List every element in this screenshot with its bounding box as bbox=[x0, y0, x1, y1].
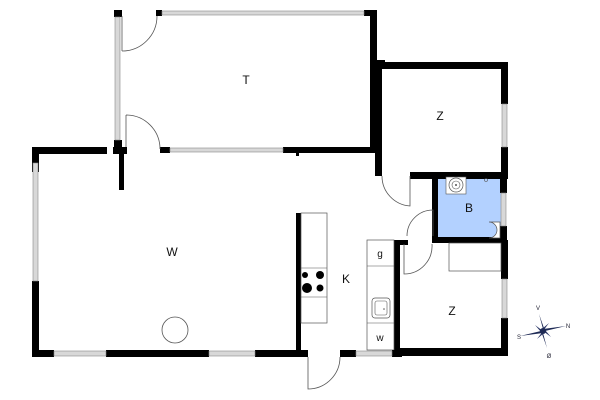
terrace-door-swing-bottom bbox=[125, 114, 161, 150]
stove-round-icon bbox=[161, 316, 189, 344]
compass-west: V bbox=[536, 306, 540, 312]
compass-east: Ø bbox=[547, 354, 552, 360]
terrace-window-top bbox=[161, 10, 365, 16]
fridge-label: g bbox=[377, 249, 383, 260]
bedroom1-window bbox=[501, 103, 508, 148]
bedroom1-door-swing bbox=[381, 175, 411, 207]
terrace-door-swing-top bbox=[121, 15, 158, 52]
room-label-Z1: Z bbox=[436, 109, 443, 123]
room-label-W: W bbox=[166, 245, 178, 259]
sink-icon bbox=[371, 297, 391, 319]
terrace-window-left bbox=[114, 16, 121, 141]
bedroom2-walls bbox=[394, 240, 508, 357]
room-label-K: K bbox=[342, 272, 350, 286]
kitchen-window bbox=[355, 350, 393, 357]
entry-door-swing bbox=[307, 356, 341, 390]
compass-south: S bbox=[517, 335, 521, 341]
bedroom2-window bbox=[501, 278, 508, 319]
living-walls bbox=[32, 147, 308, 357]
bathroom-door-swing bbox=[406, 209, 434, 237]
living-window-left bbox=[32, 162, 39, 282]
bathroom-window bbox=[500, 192, 507, 227]
room-label-T: T bbox=[242, 73, 250, 87]
kitchen-counter-right bbox=[366, 239, 395, 351]
compass-north: N bbox=[566, 324, 570, 330]
bedroom2-door-swing bbox=[403, 243, 433, 275]
toilet-icon bbox=[488, 221, 501, 239]
washer-label: w bbox=[375, 333, 384, 344]
closet bbox=[448, 242, 502, 272]
bathroom-walls bbox=[432, 175, 507, 243]
living-window-bottom-1 bbox=[53, 350, 107, 357]
compass-rose-icon bbox=[520, 314, 566, 348]
room-label-Z2: Z bbox=[448, 304, 455, 318]
washbasin-icon bbox=[445, 176, 467, 195]
terrace-window-bottom bbox=[169, 147, 284, 153]
floor-drain-icon bbox=[484, 178, 488, 182]
living-window-bottom-2 bbox=[208, 350, 256, 357]
room-label-B: B bbox=[465, 201, 473, 215]
cooktop-icon bbox=[302, 271, 324, 293]
bedroom1-walls bbox=[375, 62, 508, 179]
kitchen-walls bbox=[340, 350, 402, 357]
